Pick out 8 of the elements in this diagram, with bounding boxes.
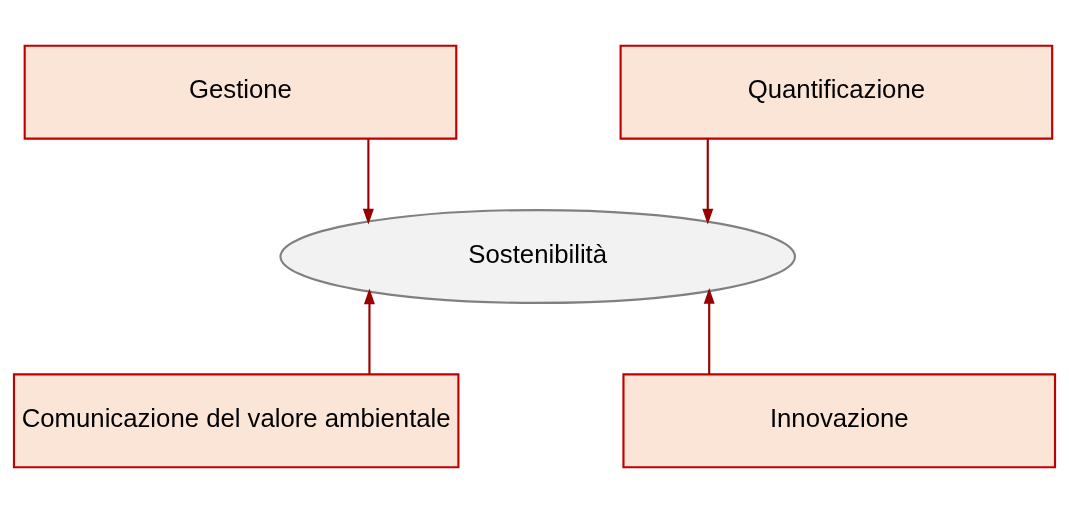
arrow	[703, 287, 715, 374]
arrow	[363, 288, 375, 374]
node-box: Quantificazione	[619, 44, 1054, 140]
node-box: Comunicazione del valore ambientale	[12, 372, 460, 468]
node-box: Innovazione	[622, 372, 1057, 468]
arrow	[702, 138, 714, 224]
node-box: Gestione	[23, 44, 458, 140]
arrow	[362, 138, 374, 224]
